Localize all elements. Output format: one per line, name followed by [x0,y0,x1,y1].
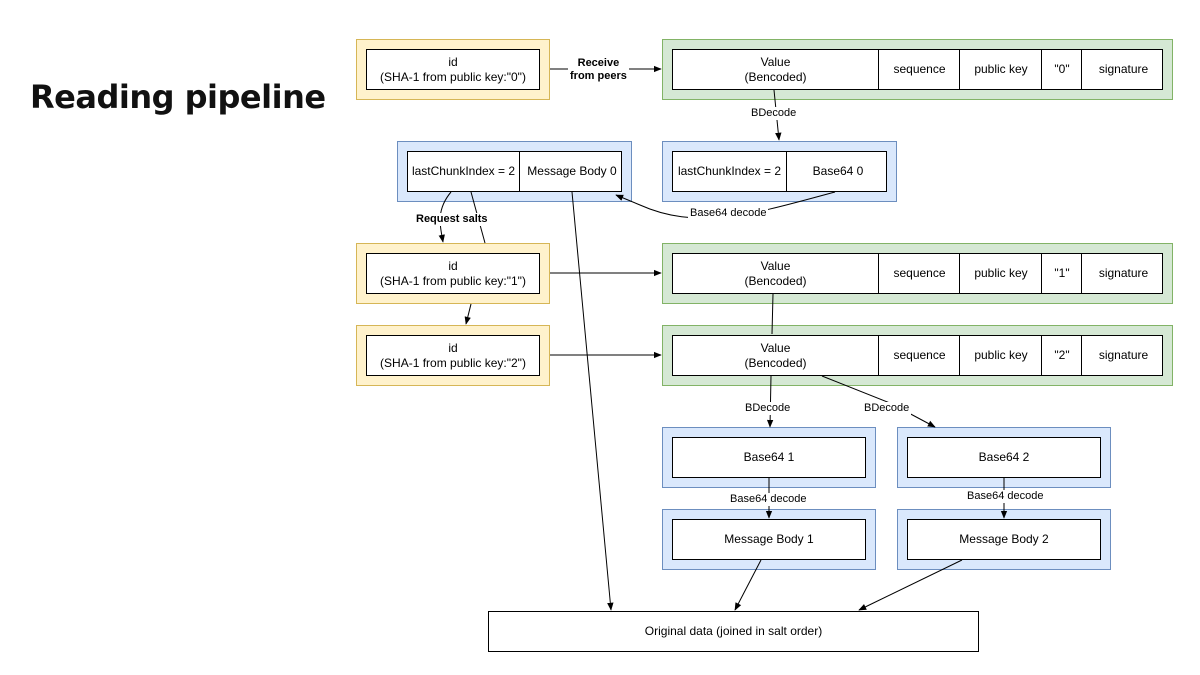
record-0-salt: "0" [1041,50,1082,89]
edge-record1-record2 [771,293,774,335]
edge-label-bdecode-1: BDecode [743,402,793,415]
edge-label-base64-decode-1: Base64 decode [728,493,809,506]
id-1-box[interactable]: id (SHA-1 from public key:"1") [366,253,540,294]
id-2-sub: (SHA-1 from public key:"2") [380,355,526,370]
record-2-signature: signature [1081,336,1165,375]
edge-label-base64-decode-2: Base64 decode [965,490,1046,503]
id-0-sub: (SHA-1 from public key:"0") [380,69,526,84]
base64-2-box[interactable]: Base64 2 [907,437,1101,478]
edge-label-request-salts: Request salts [414,213,490,226]
edge-label-receive: Receive from peers [568,57,629,83]
record-1-box[interactable]: Value (Bencoded) sequence public key "1"… [672,253,1163,294]
edge-message0-original [571,191,614,611]
base64-1-box[interactable]: Base64 1 [672,437,866,478]
edge-label-bdecode-2: BDecode [862,402,912,415]
record-0-signature: signature [1081,50,1165,89]
message-0-index: lastChunkIndex = 2 [411,164,516,178]
record-2-box[interactable]: Value (Bencoded) sequence public key "2"… [672,335,1163,376]
record-1-public-key: public key [959,254,1042,293]
record-2-value-label: Value [760,340,791,355]
edge-message2-original [858,559,963,611]
id-2-box[interactable]: id (SHA-1 from public key:"2") [366,335,540,376]
record-0-value-label: Value [760,54,791,69]
record-2-value-sub: (Bencoded) [744,355,807,370]
record-2-public-key: public key [959,336,1042,375]
message-2-box[interactable]: Message Body 2 [907,519,1101,560]
edge-id1-id2 [464,303,472,325]
record-0-box[interactable]: Value (Bencoded) sequence public key "0"… [672,49,1163,90]
chunk-0-base64: Base64 0 [786,152,889,191]
edge-label-bdecode-0: BDecode [749,107,799,120]
id-2-label: id [448,340,458,355]
record-2-salt: "2" [1041,336,1082,375]
record-0-value-sub: (Bencoded) [744,69,807,84]
edge-message1-original [734,559,762,611]
record-2-value: Value (Bencoded) [673,336,878,375]
id-0-label: id [448,54,458,69]
record-1-value: Value (Bencoded) [673,254,878,293]
id-1-sub: (SHA-1 from public key:"1") [380,273,526,288]
message-1-box[interactable]: Message Body 1 [672,519,866,560]
message-0-box[interactable]: lastChunkIndex = 2 Message Body 0 [407,151,622,192]
page-title: Reading pipeline [30,78,326,116]
record-2-sequence: sequence [878,336,960,375]
record-1-value-label: Value [760,258,791,273]
record-1-sequence: sequence [878,254,960,293]
edge-bdecode-1 [766,375,774,428]
id-1-label: id [448,258,458,273]
chunk-0-index: lastChunkIndex = 2 [677,164,782,178]
record-1-value-sub: (Bencoded) [744,273,807,288]
record-1-salt: "1" [1041,254,1082,293]
record-0-public-key: public key [959,50,1042,89]
chunk-0-box[interactable]: lastChunkIndex = 2 Base64 0 [672,151,887,192]
edge-label-base64-decode-0: Base64 decode [688,207,769,220]
record-1-signature: signature [1081,254,1165,293]
id-0-box[interactable]: id (SHA-1 from public key:"0") [366,49,540,90]
record-0-sequence: sequence [878,50,960,89]
message-0-body: Message Body 0 [519,152,624,191]
original-data-box[interactable]: Original data (joined in salt order) [488,611,979,652]
record-0-value: Value (Bencoded) [673,50,878,89]
